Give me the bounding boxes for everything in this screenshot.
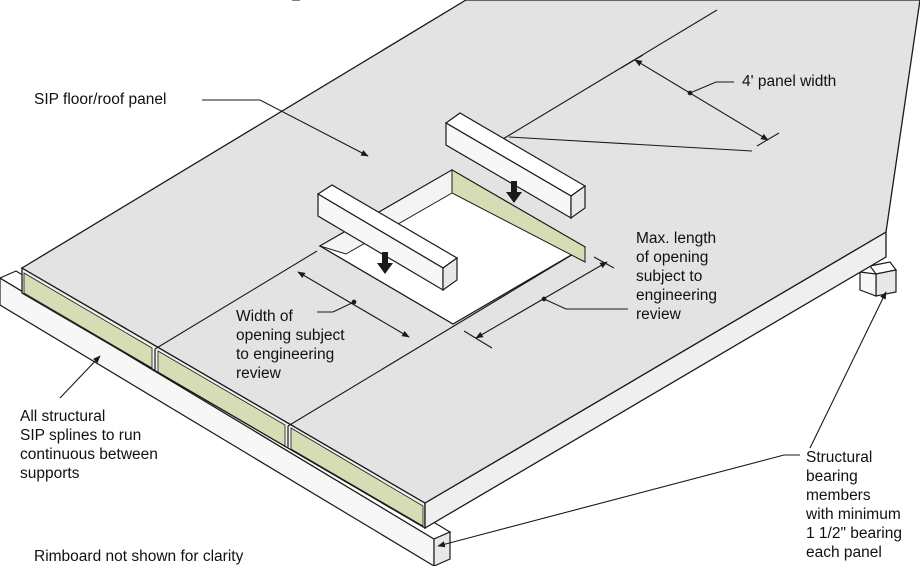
label-splines-line: supports bbox=[20, 465, 80, 482]
label-bearing-line: members bbox=[806, 487, 871, 504]
label-max-length: Max. length of opening subject to engine… bbox=[636, 229, 717, 324]
label-opening-width: Width of opening subject to engineering … bbox=[236, 307, 345, 383]
leader-panel bbox=[202, 99, 369, 157]
header-member-back bbox=[444, 112, 587, 220]
panel-front-edge bbox=[21, 266, 426, 530]
label-max-length-line: Max. length bbox=[636, 230, 717, 247]
label-opening-width-line: opening subject bbox=[236, 327, 345, 344]
label-panel: SIP floor/roof panel bbox=[34, 91, 167, 108]
dim-opening-width bbox=[297, 271, 410, 338]
label-bearing-line: bearing bbox=[806, 468, 858, 485]
label-bearing-line: each panel bbox=[806, 544, 882, 561]
label-bearing-line: with minimum bbox=[806, 506, 901, 523]
header-member-front bbox=[316, 184, 459, 292]
label-bearing: Structural bearing members with minimum … bbox=[806, 448, 902, 562]
right-bearing-member bbox=[859, 261, 898, 297]
label-max-length-line: review bbox=[636, 306, 681, 323]
label-opening-width-line: to engineering bbox=[236, 346, 335, 363]
dim-max-length bbox=[463, 256, 628, 349]
label-splines-line: continuous between bbox=[20, 446, 158, 463]
label-bearing-line: Structural bbox=[806, 449, 873, 466]
label-max-length-line: of opening bbox=[636, 249, 709, 266]
label-splines-line: All structural bbox=[20, 408, 106, 425]
label-rimboard-note: Rimboard not shown for clarity bbox=[34, 548, 244, 565]
label-panel-width: 4' panel width bbox=[742, 73, 837, 90]
label-bearing-line: 1 1/2" bearing bbox=[806, 525, 902, 542]
label-opening-width-line: Width of bbox=[236, 308, 293, 325]
load-arrows bbox=[377, 181, 522, 274]
label-max-length-line: subject to bbox=[636, 268, 703, 285]
leader-splines bbox=[59, 355, 101, 399]
label-splines-line: SIP splines to run bbox=[20, 427, 142, 444]
label-opening-width-line: review bbox=[236, 365, 281, 382]
label-max-length-line: engineering bbox=[636, 287, 718, 304]
label-splines: All structural SIP splines to run contin… bbox=[20, 407, 158, 483]
dim-panel-width bbox=[620, 54, 780, 147]
leader-bearing bbox=[437, 291, 887, 548]
